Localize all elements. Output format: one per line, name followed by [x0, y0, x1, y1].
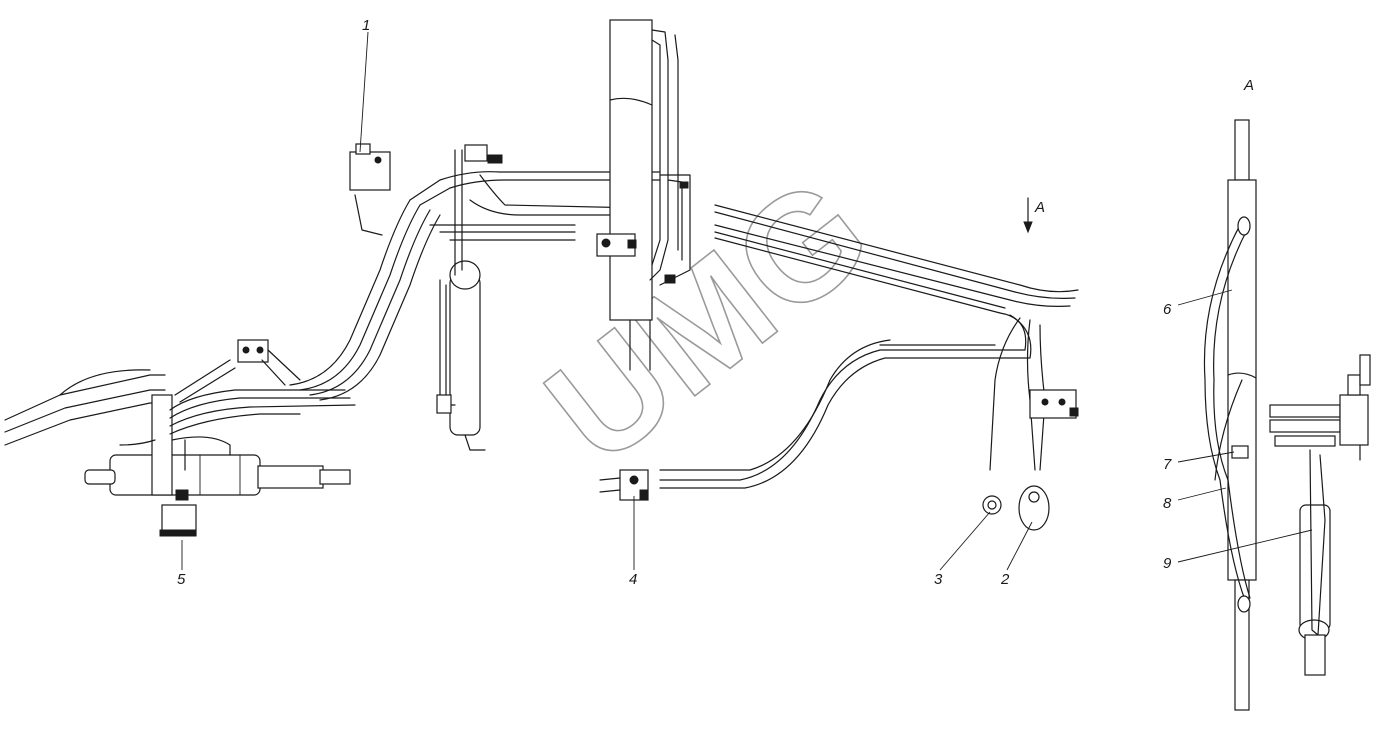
callout-5: 5 [177, 571, 186, 588]
callout-8: 8 [1163, 495, 1172, 512]
callout-3: 3 [934, 571, 943, 588]
left-cylinder-assembly [4, 339, 356, 537]
lower-hose-run [599, 204, 1079, 531]
callout-1: 1 [362, 17, 370, 34]
callout-4: 4 [629, 571, 637, 588]
callout-leaders [181, 31, 1313, 571]
watermark-text: UMG [516, 144, 900, 496]
callout-9: 9 [1163, 555, 1172, 572]
view-arrow-label: A [1034, 199, 1045, 216]
mast-column [596, 19, 691, 371]
view-a-title: A [1243, 77, 1254, 94]
callout-6: 6 [1163, 301, 1172, 318]
view-a-arrow [1023, 197, 1033, 234]
callout-2: 2 [1000, 571, 1010, 588]
view-a-detail [1203, 119, 1371, 711]
main-hose-bundle [289, 143, 661, 451]
callout-7: 7 [1163, 456, 1172, 473]
